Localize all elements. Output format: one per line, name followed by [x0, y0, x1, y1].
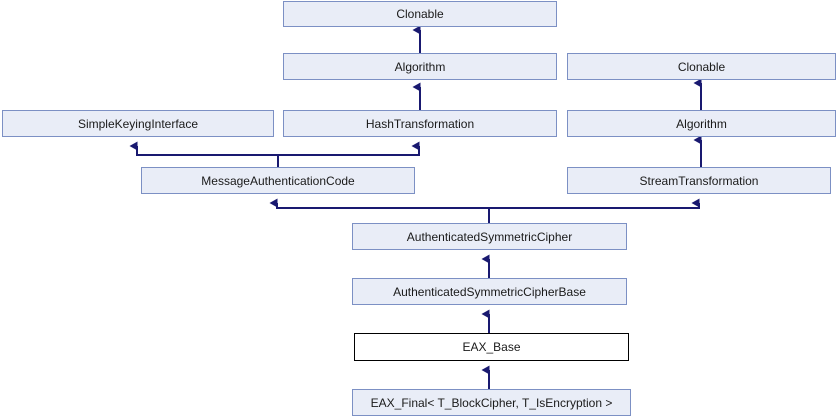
node-label: Clonable [396, 7, 444, 21]
node-streamtransformation[interactable]: StreamTransformation [567, 167, 831, 194]
edge-mac-bus [129, 141, 279, 167]
node-label: StreamTransformation [639, 173, 759, 188]
node-label: MessageAuthenticationCode [201, 173, 355, 188]
node-algorithm-left[interactable]: Algorithm [283, 53, 557, 80]
node-label: HashTransformation [365, 116, 475, 131]
node-label: SimpleKeyingInterface [77, 116, 199, 131]
edge-mac-bus-right [278, 141, 420, 156]
edge-asc-bus [269, 198, 490, 223]
node-label: EAX_Final< T_BlockCipher, T_IsEncryption… [370, 395, 613, 410]
edge-asc-bus-right [489, 198, 700, 209]
node-hashtransformation[interactable]: HashTransformation [283, 110, 557, 137]
node-label: AuthenticatedSymmetricCipher [406, 229, 573, 244]
node-label: AuthenticatedSymmetricCipherBase [393, 284, 586, 299]
node-eax-final[interactable]: EAX_Final< T_BlockCipher, T_IsEncryption… [352, 389, 631, 416]
node-label: EAX_Base [462, 340, 521, 354]
node-messageauthenticationcode[interactable]: MessageAuthenticationCode [141, 167, 415, 194]
node-clonable-top[interactable]: Clonable [283, 1, 557, 27]
node-label: Algorithm [394, 59, 446, 74]
node-algorithm-right[interactable]: Algorithm [567, 110, 836, 137]
node-label: Algorithm [676, 116, 727, 131]
node-clonable-right[interactable]: Clonable [567, 53, 836, 80]
node-simplekeyinginterface[interactable]: SimpleKeyingInterface [2, 110, 274, 137]
node-authenticatedsymmetriccipher[interactable]: AuthenticatedSymmetricCipher [352, 223, 627, 250]
node-label: Clonable [677, 59, 726, 74]
node-authenticatedsymmetriccipherbase[interactable]: AuthenticatedSymmetricCipherBase [352, 278, 627, 305]
node-eax-base[interactable]: EAX_Base [354, 333, 629, 361]
